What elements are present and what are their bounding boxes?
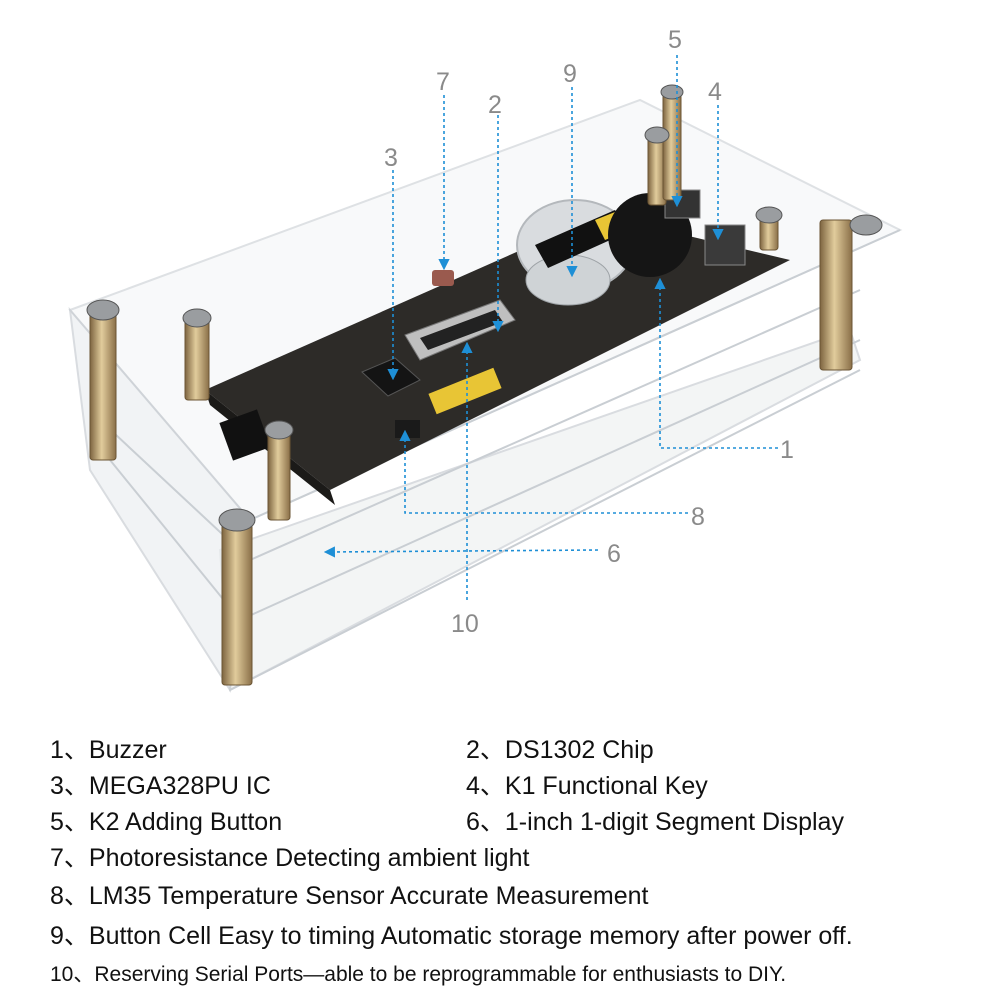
legend-item-2: 2、DS1302 Chip: [466, 736, 654, 764]
legend-item-8: 8、LM35 Temperature Sensor Accurate Measu…: [50, 882, 649, 910]
callout-8: 8: [691, 503, 705, 531]
legend-item-9: 9、Button Cell Easy to timing Automatic s…: [50, 922, 853, 950]
lm35-sensor: [395, 420, 420, 438]
legend-item-6: 6、1-inch 1-digit Segment Display: [466, 808, 844, 836]
legend-item-4: 4、K1 Functional Key: [466, 772, 708, 800]
ds1302-chip: [404, 299, 516, 361]
legend-item-5: 5、K2 Adding Button: [50, 808, 283, 836]
legend-item-3: 3、MEGA328PU IC: [50, 772, 271, 800]
screw-heads: [86, 84, 883, 532]
callout-numbers: 1 2 3 4 5 6 7 8 9 10: [384, 26, 794, 638]
callout-2: 2: [488, 91, 502, 119]
callout-5: 5: [668, 26, 682, 54]
pin-header: [428, 367, 502, 415]
product-diagram: 1 2 3 4 5 6 7 8 9 10: [68, 26, 903, 693]
callout-1: 1: [780, 436, 794, 464]
leader-8: [399, 429, 688, 514]
k1-key: [704, 224, 746, 266]
legend-item-7: 7、Photoresistance Detecting ambient ligh…: [50, 844, 530, 872]
callout-9: 9: [563, 60, 577, 88]
legend-item-10: 10、Reserving Serial Ports—able to be rep…: [50, 963, 787, 986]
standoffs: [89, 89, 853, 686]
component-legend: 1、Buzzer 2、DS1302 Chip 3、MEGA328PU IC 4、…: [0, 720, 1000, 1000]
callout-leaders: [323, 55, 778, 600]
callout-10: 10: [451, 610, 479, 638]
leader-1: [654, 277, 778, 449]
legend-item-1: 1、Buzzer: [50, 736, 167, 764]
callout-4: 4: [708, 78, 722, 106]
callout-6: 6: [607, 540, 621, 568]
photoresistor: [432, 270, 454, 286]
callout-7: 7: [436, 68, 450, 96]
callout-3: 3: [384, 144, 398, 172]
